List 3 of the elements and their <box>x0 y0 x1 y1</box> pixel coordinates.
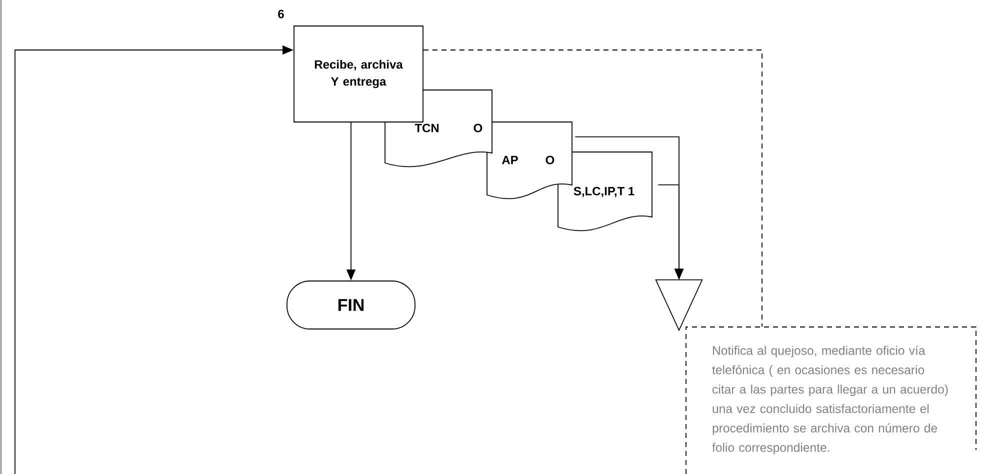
note-box: Notifica al quejoso, mediante oficio vía telefónica ( en ocasiones es necesario citar a las partes para llegar a un acuerdo) una vez concluido satisfactoriamente el procedimiento se archiva con número de folio correspondiente. <box>686 326 976 474</box>
process-box: Recibe, archiva Y entrega <box>294 26 424 122</box>
step-number: 6 <box>278 10 284 18</box>
